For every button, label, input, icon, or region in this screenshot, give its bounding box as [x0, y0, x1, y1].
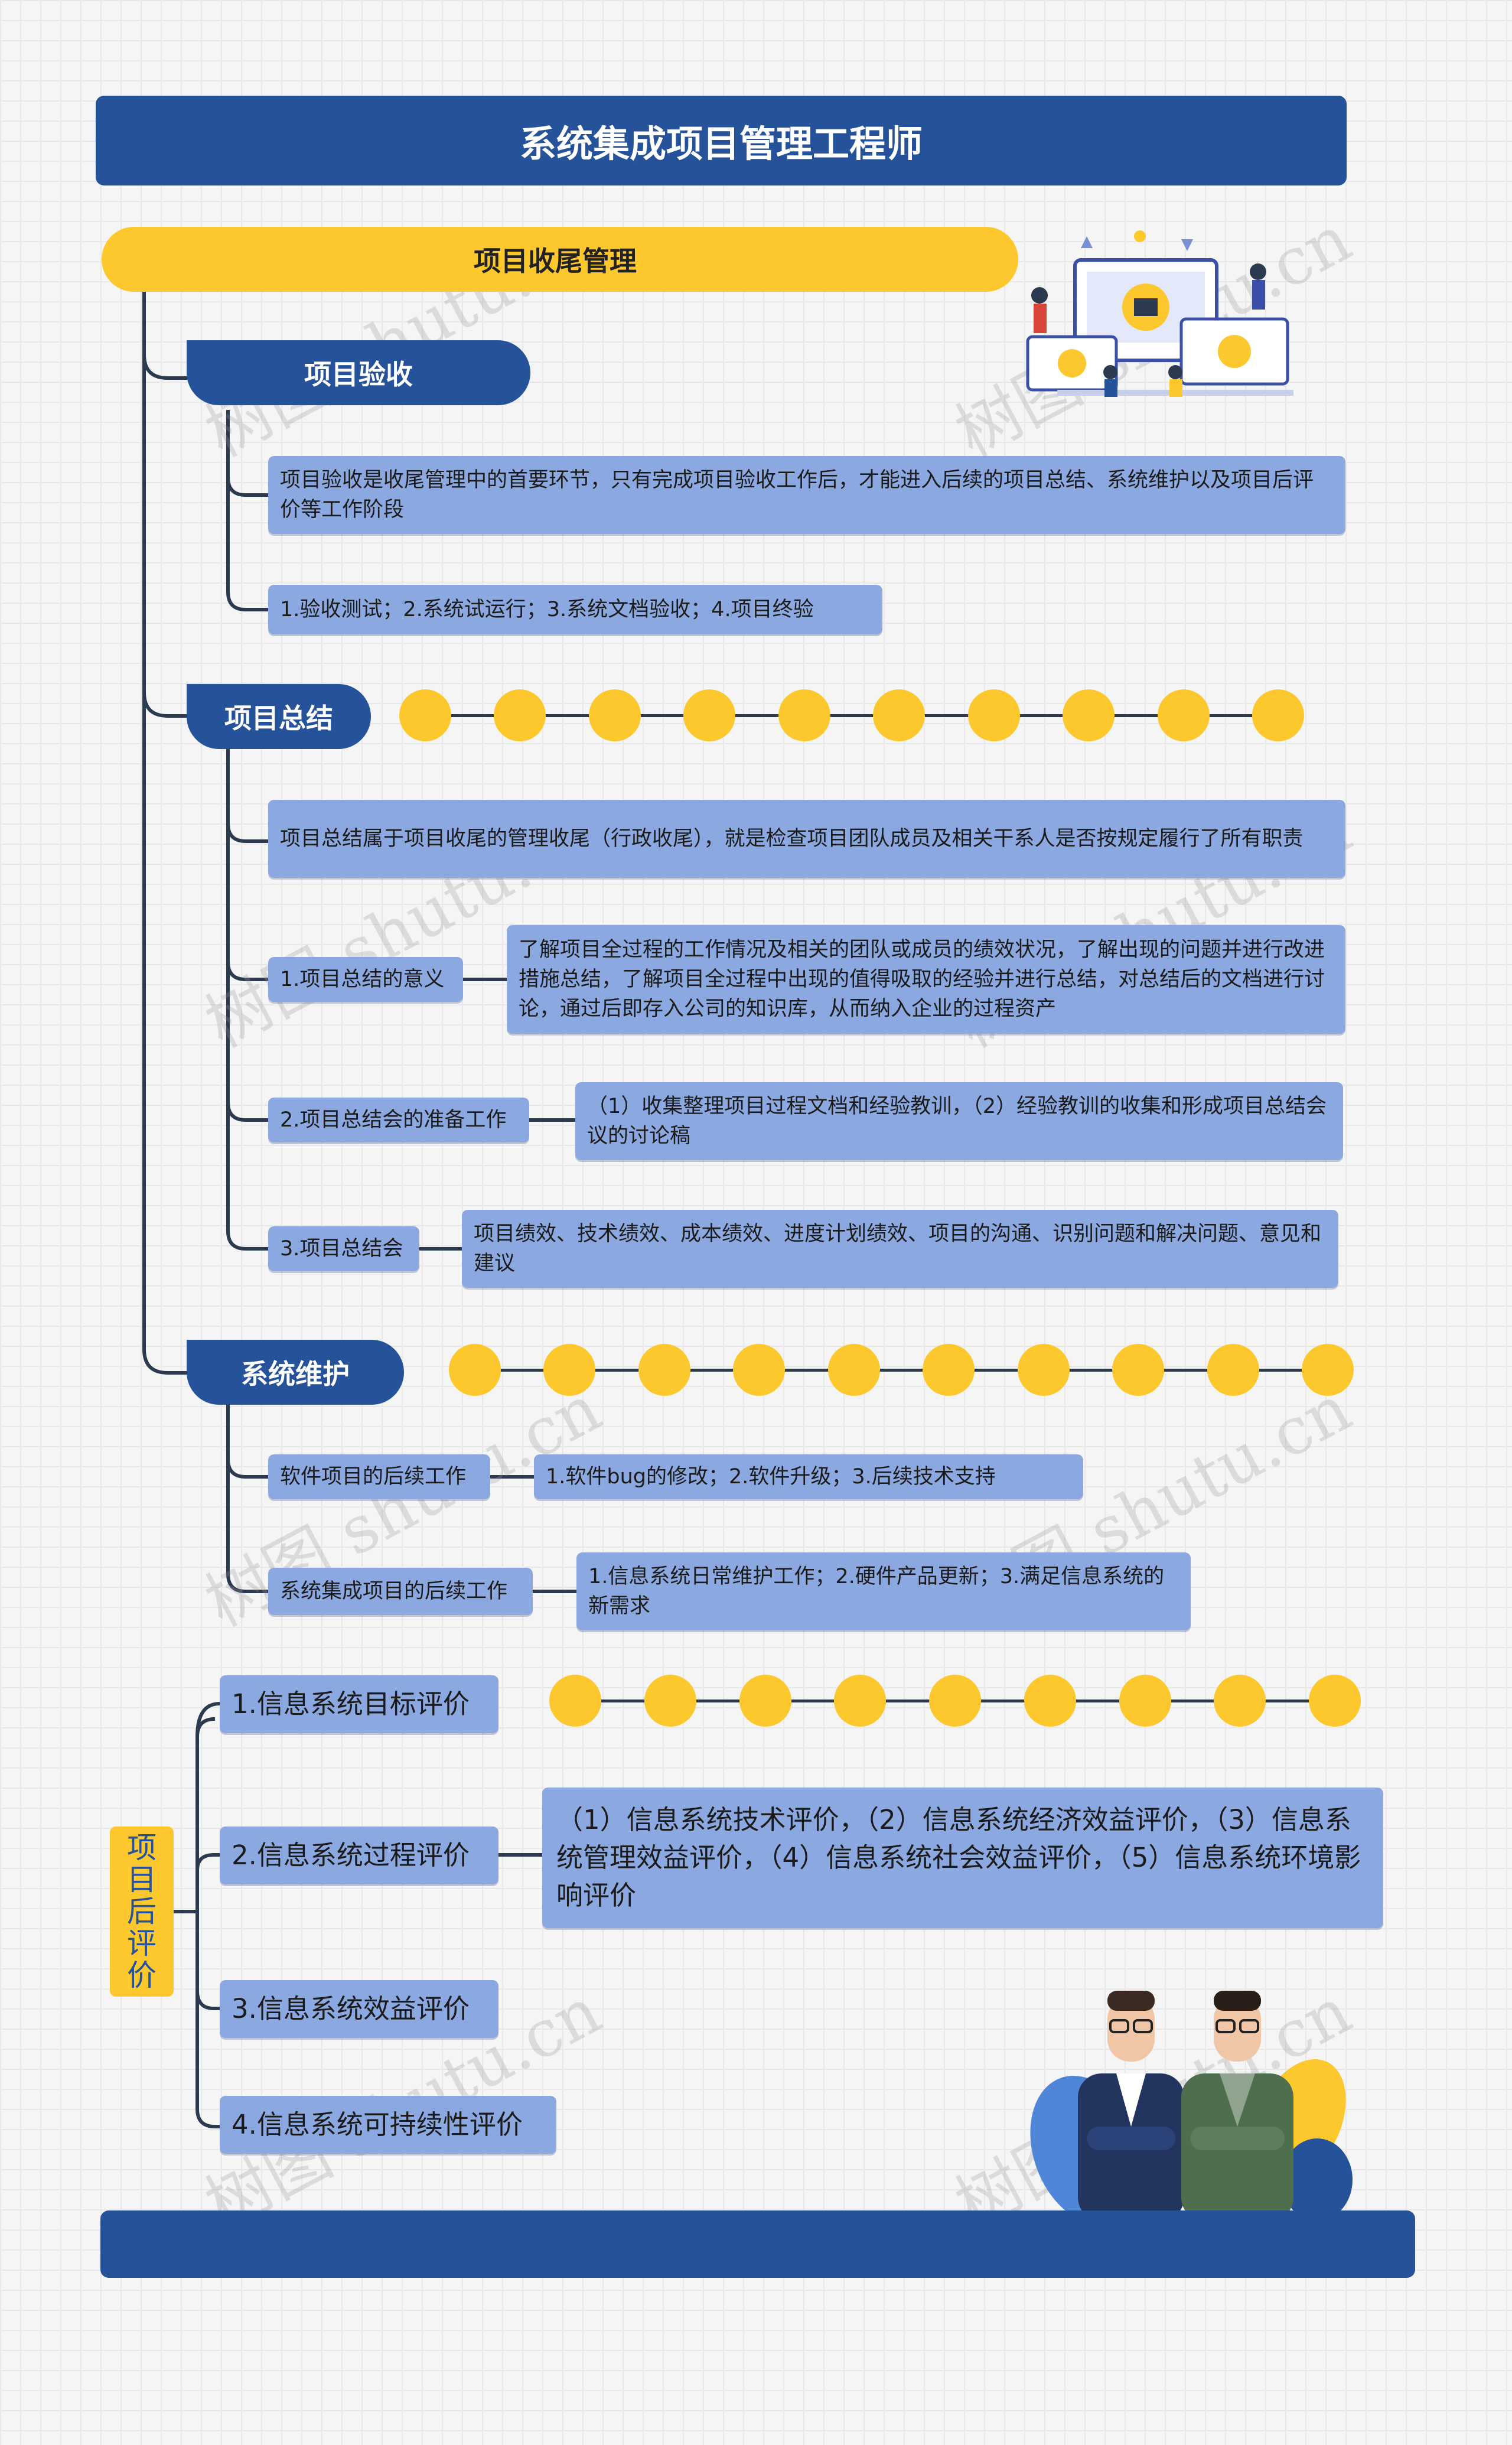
decorative-dot	[543, 1344, 595, 1396]
evaluation-item[interactable]: 1.信息系统目标评价	[220, 1675, 498, 1733]
decorative-dot	[778, 689, 830, 741]
decorative-dot	[399, 689, 451, 741]
evaluation-item[interactable]: 3.信息系统效益评价	[220, 1980, 498, 2038]
decorative-dot	[733, 1344, 785, 1396]
decorative-dot	[828, 1344, 880, 1396]
acceptance-label: 项目验收	[304, 353, 413, 392]
evaluation-item-detail[interactable]: （1）信息系统技术评价，（2）信息系统经济效益评价，（3）信息系统管理效益评价，…	[542, 1788, 1383, 1928]
business-people-illustration	[1022, 1973, 1358, 2221]
summary-item-detail[interactable]: （1）收集整理项目过程文档和经验教训，（2）经验教训的收集和形成项目总结会议的讨…	[575, 1082, 1343, 1160]
page-title: 系统集成项目管理工程师	[96, 96, 1347, 185]
decorative-dot	[1018, 1344, 1070, 1396]
footer-bar	[100, 2210, 1415, 2278]
root-label: 项目收尾管理	[474, 240, 637, 279]
maintenance-item-label[interactable]: 系统集成项目的后续工作	[268, 1568, 533, 1615]
decorative-dot	[644, 1675, 696, 1727]
evaluation-node[interactable]: 项目后评价	[110, 1827, 174, 1997]
decorative-dot	[1309, 1675, 1361, 1727]
summary-item-detail[interactable]: 了解项目全过程的工作情况及相关的团队或成员的绩效状况，了解出现的问题并进行改进措…	[507, 925, 1345, 1034]
decorative-dot	[494, 689, 546, 741]
decorative-dot	[549, 1675, 601, 1727]
maintenance-dot-decoration	[449, 1343, 1354, 1396]
decorative-dot	[968, 689, 1020, 741]
decorative-dot	[929, 1675, 981, 1727]
acceptance-node[interactable]: 项目验收	[187, 340, 530, 405]
decorative-dot	[1119, 1675, 1171, 1727]
decorative-dot	[638, 1344, 690, 1396]
decorative-dot	[1112, 1344, 1164, 1396]
decorative-dot	[683, 689, 735, 741]
evaluation-item[interactable]: 4.信息系统可持续性评价	[220, 2096, 556, 2154]
acceptance-desc[interactable]: 项目验收是收尾管理中的首要环节，只有完成项目验收工作后，才能进入后续的项目总结、…	[268, 456, 1345, 534]
summary-item-label[interactable]: 2.项目总结会的准备工作	[268, 1098, 529, 1142]
decorative-dot	[834, 1675, 886, 1727]
maintenance-item-label[interactable]: 软件项目的后续工作	[268, 1454, 490, 1499]
root-node[interactable]: 项目收尾管理	[102, 227, 1018, 292]
decorative-dot	[739, 1675, 791, 1727]
decorative-dot	[1302, 1344, 1354, 1396]
decorative-dot	[1158, 689, 1210, 741]
summary-node[interactable]: 项目总结	[187, 684, 371, 749]
acceptance-steps[interactable]: 1.验收测试；2.系统试运行；3.系统文档验收；4.项目终验	[268, 585, 882, 634]
decorative-dot	[923, 1344, 975, 1396]
decorative-dot	[873, 689, 925, 741]
maintenance-label: 系统维护	[241, 1353, 350, 1392]
summary-desc[interactable]: 项目总结属于项目收尾的管理收尾（行政收尾），就是检查项目团队成员及相关干系人是否…	[268, 800, 1345, 878]
evaluation-item[interactable]: 2.信息系统过程评价	[220, 1827, 498, 1884]
decorative-dot	[589, 689, 641, 741]
decorative-dot	[1207, 1344, 1259, 1396]
decorative-dot	[1024, 1675, 1076, 1727]
summary-label: 项目总结	[224, 697, 333, 736]
summary-dot-decoration	[399, 689, 1304, 742]
decorative-dot	[1252, 689, 1304, 741]
team-illustration	[1004, 224, 1311, 414]
summary-item-detail[interactable]: 项目绩效、技术绩效、成本绩效、进度计划绩效、项目的沟通、识别问题和解决问题、意见…	[462, 1210, 1338, 1288]
summary-item-label[interactable]: 1.项目总结的意义	[268, 957, 463, 1002]
maintenance-item-detail[interactable]: 1.信息系统日常维护工作；2.硬件产品更新；3.满足信息系统的新需求	[576, 1552, 1191, 1630]
maintenance-node[interactable]: 系统维护	[187, 1340, 404, 1405]
decorative-dot	[1063, 689, 1115, 741]
decorative-dot	[449, 1344, 501, 1396]
decorative-dot	[1214, 1675, 1266, 1727]
summary-item-label[interactable]: 3.项目总结会	[268, 1226, 419, 1271]
evaluation-dot-decoration	[549, 1674, 1361, 1727]
maintenance-item-detail[interactable]: 1.软件bug的修改；2.软件升级；3.后续技术支持	[534, 1454, 1083, 1499]
